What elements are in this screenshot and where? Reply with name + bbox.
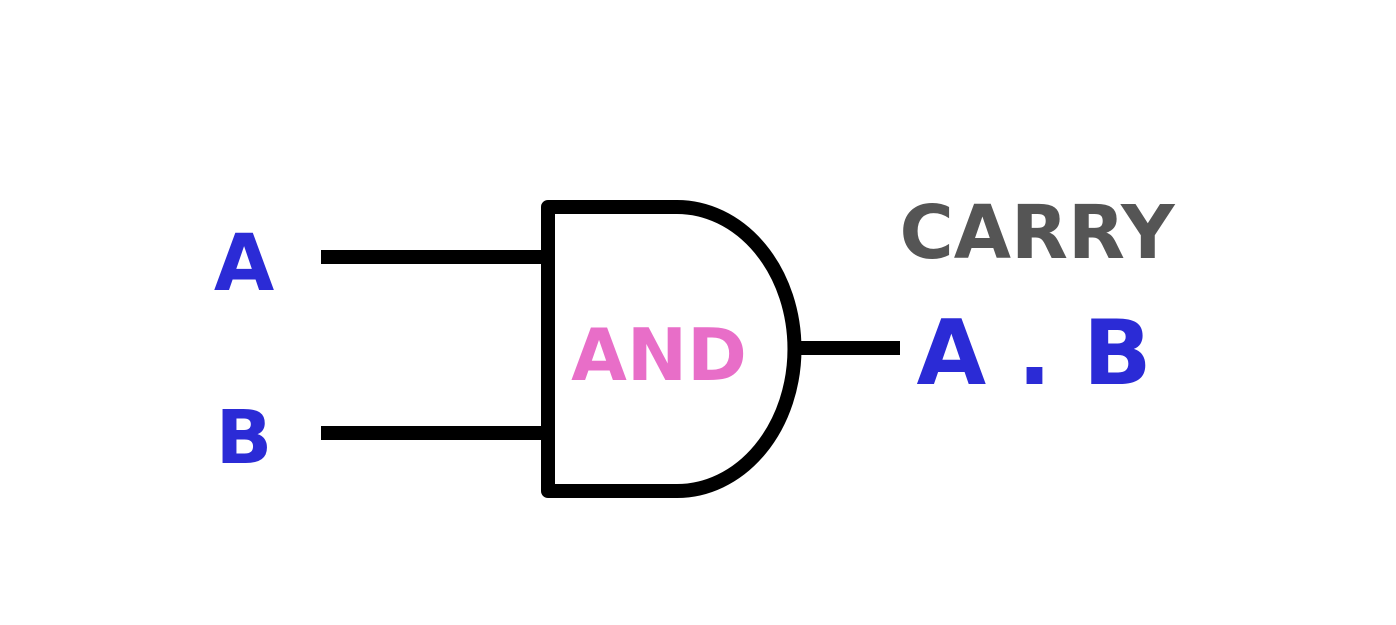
input-label-b: B xyxy=(216,395,272,481)
output-expression-label: A . B xyxy=(916,301,1151,406)
input-label-a: A xyxy=(214,219,274,309)
output-name-label: CARRY xyxy=(899,190,1175,276)
gate-type-label: AND xyxy=(571,313,747,397)
